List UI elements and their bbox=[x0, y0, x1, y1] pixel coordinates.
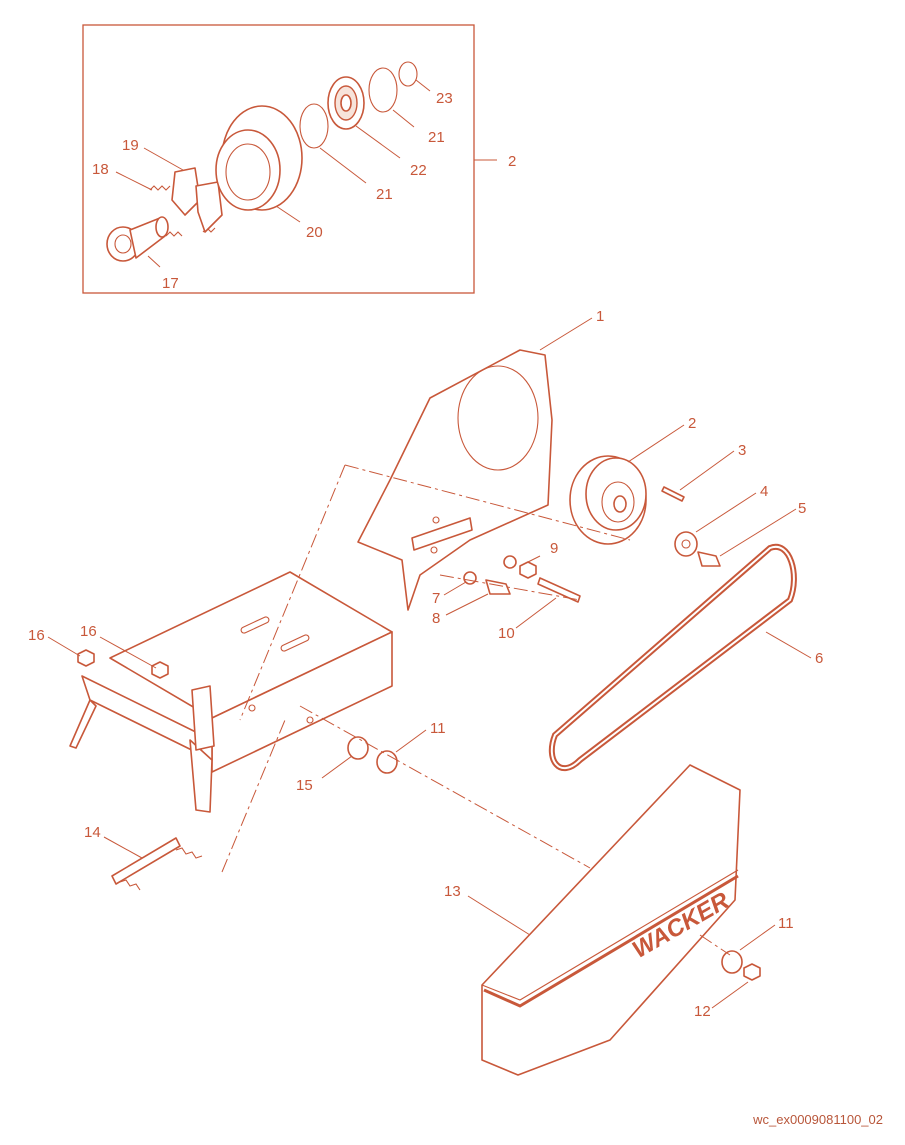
callout-22: 22 bbox=[410, 162, 427, 179]
belt-cover-part-13: WACKER bbox=[481, 764, 741, 1076]
callout-9: 9 bbox=[550, 540, 558, 557]
snap-ring-part-23 bbox=[398, 61, 418, 87]
bearing-part-22 bbox=[327, 76, 365, 130]
callout-10: 10 bbox=[498, 625, 515, 642]
callout-2-inset: 2 bbox=[508, 153, 516, 170]
callout-11-upper: 11 bbox=[430, 720, 446, 737]
v-belt-part-6 bbox=[548, 543, 797, 771]
callout-labels: 1 2 2 3 4 5 6 7 8 9 10 11 11 12 13 14 15… bbox=[28, 90, 823, 1020]
callout-1: 1 bbox=[596, 308, 604, 325]
callout-16-right: 16 bbox=[80, 623, 97, 640]
callout-4: 4 bbox=[760, 483, 768, 500]
callout-8: 8 bbox=[432, 610, 440, 627]
mounting-frame bbox=[69, 571, 393, 813]
bolt-part-8 bbox=[485, 579, 511, 595]
callout-7: 7 bbox=[432, 590, 440, 607]
washer-part-11-upper bbox=[376, 750, 398, 774]
callout-15: 15 bbox=[296, 777, 313, 794]
callout-20: 20 bbox=[306, 224, 323, 241]
nut-part-9 bbox=[519, 561, 537, 579]
callout-14: 14 bbox=[84, 824, 101, 841]
pulley-part-2 bbox=[569, 455, 647, 545]
clutch-detail-inset bbox=[82, 24, 497, 294]
callout-5: 5 bbox=[798, 500, 806, 517]
belt-guard-plate-part-1 bbox=[357, 349, 553, 611]
bracket-part-14 bbox=[111, 837, 203, 891]
callout-11-lower: 11 bbox=[778, 915, 794, 932]
nut-part-12 bbox=[743, 963, 761, 981]
bolt-part-5 bbox=[697, 551, 721, 567]
nut-part-16-right bbox=[151, 661, 169, 679]
clutch-drum-part-20 bbox=[215, 105, 303, 211]
clutch-hub-part-17 bbox=[106, 216, 169, 262]
callout-2: 2 bbox=[688, 415, 696, 432]
callout-16-left: 16 bbox=[28, 627, 45, 644]
nut-part-16-left bbox=[77, 649, 95, 667]
retaining-ring-part-21 bbox=[299, 67, 398, 149]
callout-12: 12 bbox=[694, 1003, 711, 1020]
stud-part-10 bbox=[537, 577, 581, 603]
callout-23: 23 bbox=[436, 90, 453, 107]
callout-6: 6 bbox=[815, 650, 823, 667]
washer-part-9a bbox=[503, 555, 517, 569]
callout-18: 18 bbox=[92, 161, 109, 178]
callout-19: 19 bbox=[122, 137, 139, 154]
figure-id-caption: wc_ex0009081100_02 bbox=[753, 1112, 883, 1127]
callout-3: 3 bbox=[738, 442, 746, 459]
lock-washer-part-15 bbox=[347, 736, 369, 760]
callout-17: 17 bbox=[162, 275, 179, 292]
key-part-3 bbox=[661, 486, 685, 502]
washer-part-4 bbox=[674, 531, 698, 557]
callout-13: 13 bbox=[444, 883, 461, 900]
callout-21-lower: 21 bbox=[376, 186, 393, 203]
callout-21-upper: 21 bbox=[428, 129, 445, 146]
washer-part-11-lower bbox=[721, 950, 743, 974]
clutch-shoe-part-19 bbox=[171, 167, 223, 233]
